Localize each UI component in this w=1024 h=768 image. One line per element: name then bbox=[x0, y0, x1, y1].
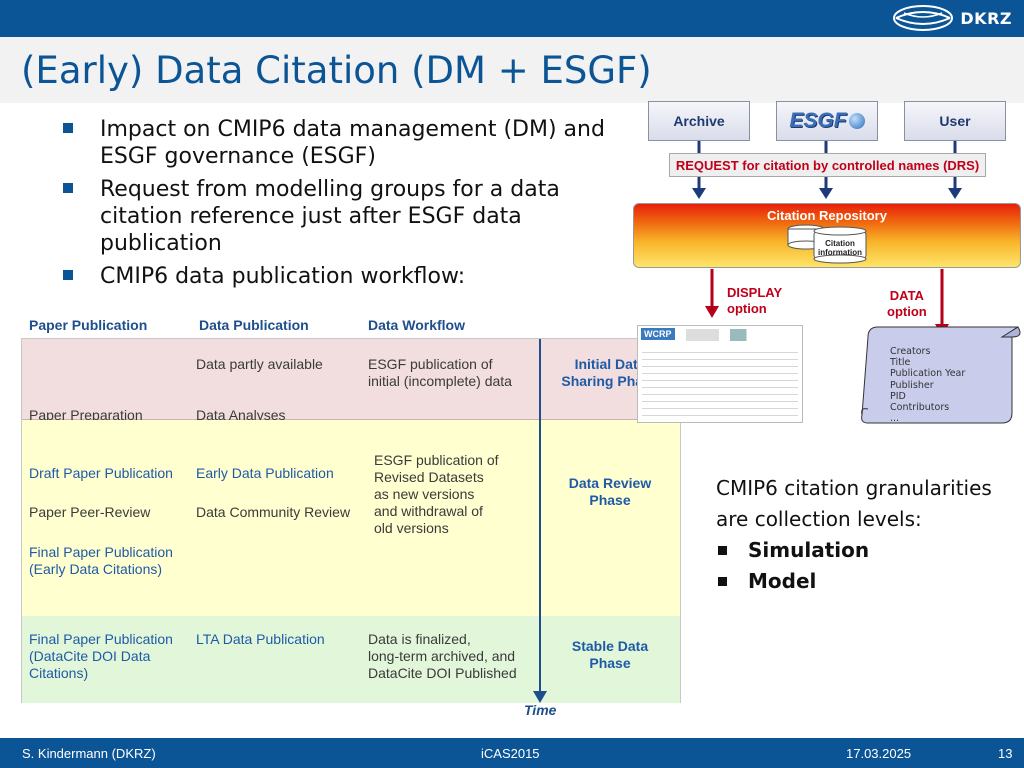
header-paper-publication: Paper Publication bbox=[29, 317, 148, 333]
scroll-field: Contributors bbox=[890, 402, 950, 414]
granularity-item: Simulation bbox=[716, 535, 1016, 566]
bullet-item: Impact on CMIP6 data management (DM) and… bbox=[62, 116, 622, 170]
thumb-header-icons bbox=[686, 329, 796, 341]
request-box: REQUEST for citation by controlled names… bbox=[669, 153, 986, 177]
paper-peer-review: Paper Peer-Review bbox=[29, 504, 151, 520]
display-option: DISPLAY option bbox=[727, 285, 783, 316]
granularity-text: CMIP6 citation granularities are collect… bbox=[716, 476, 992, 531]
source-user: User bbox=[904, 101, 1006, 141]
scroll-field: Publication Year bbox=[890, 368, 966, 380]
phase-band-stable: Final Paper Publication (DataCite DOI Da… bbox=[22, 616, 680, 703]
lta-data-publication: LTA Data Publication bbox=[196, 631, 325, 647]
granularity-note: CMIP6 citation granularities are collect… bbox=[716, 473, 1016, 597]
draft-paper-publication: Draft Paper Publication bbox=[29, 465, 173, 481]
bullet-square-icon bbox=[718, 546, 727, 555]
data-partly-available: Data partly available bbox=[196, 356, 323, 372]
time-label: Time bbox=[524, 702, 557, 718]
scroll-field: Creators bbox=[890, 346, 931, 357]
repository-title: Citation Repository bbox=[767, 208, 887, 223]
source-user-label: User bbox=[939, 113, 971, 129]
early-data-publication: Early Data Publication bbox=[196, 465, 334, 481]
slide-title: (Early) Data Citation (DM + ESGF) bbox=[21, 49, 652, 92]
workflow-review: ESGF publication of Revised Datasets as … bbox=[374, 452, 499, 536]
granularity-item-label: Simulation bbox=[748, 538, 870, 562]
workflow-table: Data partly available ESGF publication o… bbox=[21, 338, 681, 703]
data-option: DATA option bbox=[887, 288, 927, 319]
bullet-square-icon bbox=[63, 183, 73, 193]
title-bar bbox=[0, 37, 1024, 103]
header-data-publication: Data Publication bbox=[199, 317, 309, 333]
source-archive-label: Archive bbox=[673, 113, 725, 129]
footer-event: iCAS2015 bbox=[481, 746, 540, 761]
granularity-item-label: Model bbox=[748, 569, 817, 593]
page-number: 13 bbox=[998, 746, 1013, 761]
scroll-field: ... bbox=[890, 413, 900, 425]
wcrp-logo: WCRP bbox=[641, 328, 675, 340]
scroll-field-list: Creators Title Publication Year Publishe… bbox=[890, 346, 965, 424]
scroll-field: Title bbox=[890, 357, 911, 369]
footer-author: S. Kindermann (DKRZ) bbox=[22, 746, 156, 761]
bullet-square-icon bbox=[718, 577, 727, 586]
logo-text: DKRZ bbox=[960, 8, 1012, 28]
phase-label-stable: Stable Data Phase bbox=[571, 638, 649, 671]
citation-repository: Citation Repository Citation information bbox=[633, 203, 1021, 268]
dkrz-logo: DKRZ bbox=[892, 3, 1012, 33]
scroll-field: PID bbox=[890, 390, 906, 402]
bullet-text: Request from modelling groups for a data… bbox=[100, 177, 560, 256]
footer-bar: S. Kindermann (DKRZ) iCAS2015 17.03.2025… bbox=[0, 738, 1024, 768]
webpage-thumbnail: WCRP bbox=[637, 325, 803, 423]
paper-preparation: Paper Preparation bbox=[29, 407, 143, 423]
workflow-stable: Data is finalized, long-term archived, a… bbox=[368, 631, 517, 681]
source-esgf: ESGF bbox=[776, 101, 878, 141]
bullet-text: Impact on CMIP6 data management (DM) and… bbox=[100, 117, 605, 169]
workflow-initial: ESGF publication of initial (incomplete)… bbox=[368, 356, 512, 389]
data-analyses: Data Analyses bbox=[196, 407, 286, 423]
final-paper-publication-doi: Final Paper Publication (DataCite DOI Da… bbox=[29, 631, 173, 681]
bullet-item: CMIP6 data publication workflow: bbox=[62, 263, 622, 290]
database-icon bbox=[787, 224, 867, 264]
data-community-review: Data Community Review bbox=[196, 504, 351, 520]
database-label: Citation information bbox=[818, 239, 862, 257]
bullet-square-icon bbox=[63, 123, 73, 133]
phase-label-review: Data Review Phase bbox=[568, 475, 652, 508]
esgf-globe-icon bbox=[848, 113, 865, 129]
time-arrow bbox=[533, 339, 547, 703]
header-bar: DKRZ bbox=[0, 0, 1024, 37]
source-archive: Archive bbox=[648, 101, 750, 141]
bullet-text: CMIP6 data publication workflow: bbox=[100, 264, 466, 289]
phase-band-review: Draft Paper Publication Early Data Publi… bbox=[22, 420, 680, 616]
esgf-logo-text: ESGF bbox=[789, 109, 847, 132]
granularity-item: Model bbox=[716, 566, 1016, 597]
bullet-item: Request from modelling groups for a data… bbox=[62, 176, 622, 257]
phase-band-initial: Data partly available ESGF publication o… bbox=[22, 339, 680, 423]
dkrz-globe-logo-icon bbox=[893, 5, 954, 31]
header-data-workflow: Data Workflow bbox=[368, 317, 465, 333]
bullet-list: Impact on CMIP6 data management (DM) and… bbox=[62, 116, 622, 296]
data-scroll-icon bbox=[861, 326, 1021, 424]
final-paper-publication-early: Final Paper Publication (Early Data Cita… bbox=[29, 544, 173, 577]
bullet-square-icon bbox=[63, 270, 73, 280]
footer-date: 17.03.2025 bbox=[846, 746, 912, 761]
thumb-text-lines bbox=[642, 348, 798, 418]
scroll-field: Publisher bbox=[890, 379, 934, 391]
